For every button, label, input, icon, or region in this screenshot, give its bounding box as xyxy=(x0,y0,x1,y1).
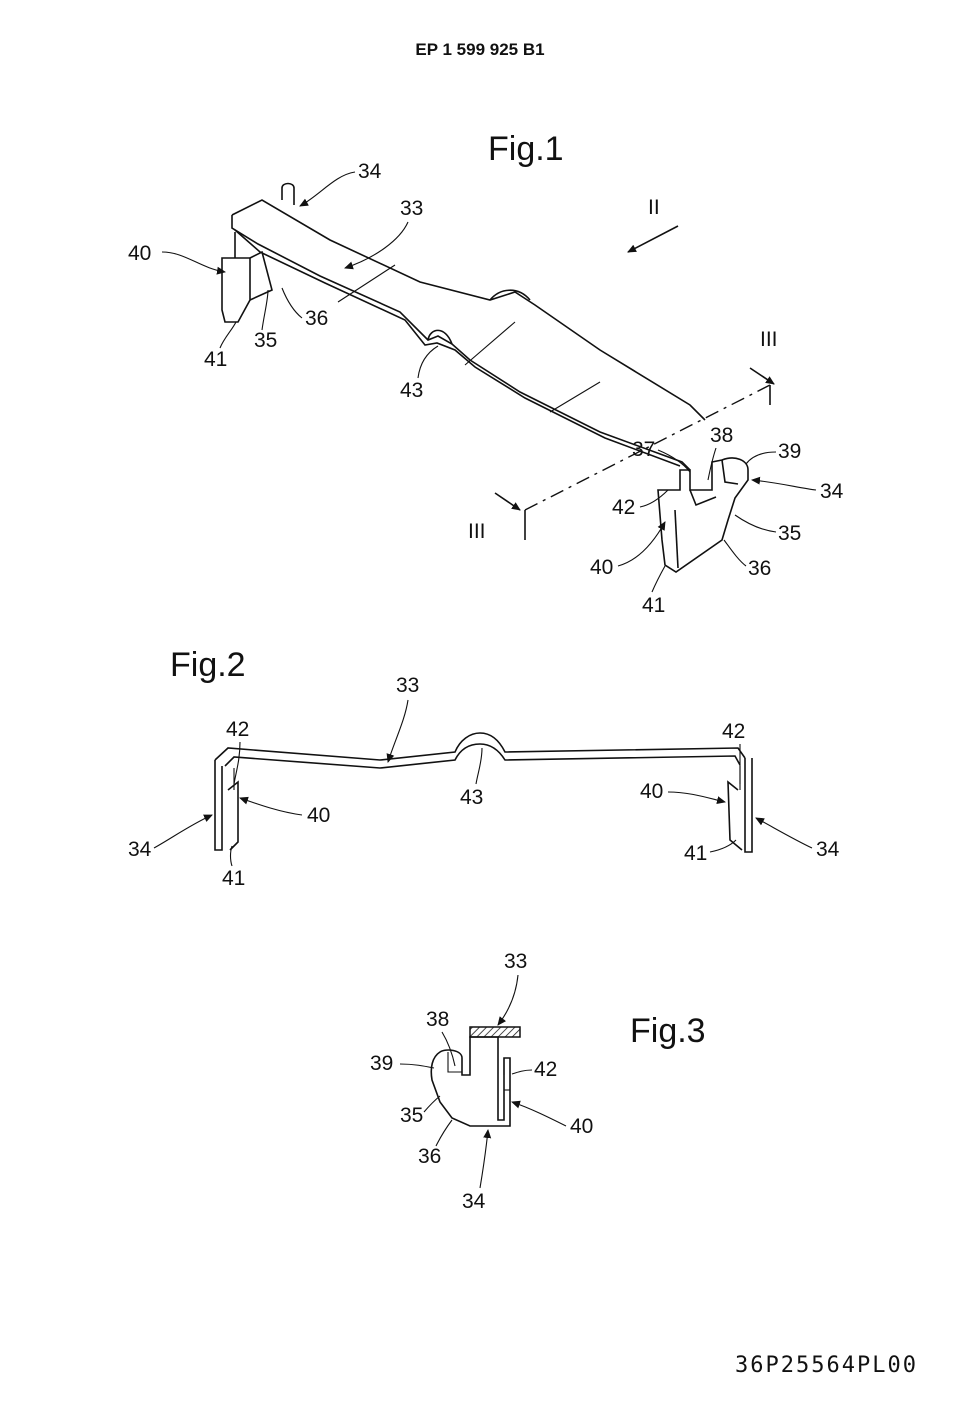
fig1-label-34-right: 34 xyxy=(820,480,844,503)
fig1-label-40: 40 xyxy=(128,242,151,265)
figure-2: Fig.2 33 42 42 40 43 40 34 41 34 41 xyxy=(128,646,840,890)
fig1-label-38: 38 xyxy=(710,424,733,447)
fig2-label-33: 33 xyxy=(396,674,419,697)
fig1-label-35: 35 xyxy=(254,329,277,352)
fig1-label-III-right: III xyxy=(760,328,778,351)
fig3-label-38: 38 xyxy=(426,1008,449,1031)
fig2-label-41-left: 41 xyxy=(222,867,245,890)
fig2-label-43: 43 xyxy=(460,786,483,809)
fig2-label-41-right: 41 xyxy=(684,842,707,865)
fig3-label-35: 35 xyxy=(400,1104,423,1127)
fig2-label-40-left: 40 xyxy=(307,804,330,827)
fig1-label-36-right: 36 xyxy=(748,557,771,580)
fig3-label-39: 39 xyxy=(370,1052,393,1075)
fig1-label-41: 41 xyxy=(204,348,227,371)
fig1-label-34-top: 34 xyxy=(358,160,382,183)
fig1-label-33: 33 xyxy=(400,197,423,220)
fig1-label-41-bottom: 41 xyxy=(642,594,665,617)
figure-1-title: Fig.1 xyxy=(488,130,564,168)
fig2-label-42-left: 42 xyxy=(226,718,249,741)
fig1-label-III-left: III xyxy=(468,520,486,543)
fig1-label-37: 37 xyxy=(632,438,655,461)
patent-number: EP 1 599 925 B1 xyxy=(415,40,545,59)
fig1-label-40-bottom: 40 xyxy=(590,556,613,579)
fig1-label-36: 36 xyxy=(305,307,328,330)
fig1-label-43: 43 xyxy=(400,379,423,402)
fig3-label-33: 33 xyxy=(504,950,527,973)
fig1-label-39: 39 xyxy=(778,440,801,463)
figure-3: Fig.3 33 38 39 42 35 40 36 34 xyxy=(370,950,706,1213)
document-code: 36P25564PL00 xyxy=(735,1353,918,1378)
figure-3-title: Fig.3 xyxy=(630,1012,706,1050)
fig1-label-42: 42 xyxy=(612,496,635,519)
fig1-label-II: II xyxy=(648,196,660,219)
figure-2-title: Fig.2 xyxy=(170,646,246,684)
fig2-label-42-right: 42 xyxy=(722,720,745,743)
fig3-label-34: 34 xyxy=(462,1190,486,1213)
fig2-label-34-right: 34 xyxy=(816,838,840,861)
fig2-label-40-right: 40 xyxy=(640,780,663,803)
fig1-label-35-right: 35 xyxy=(778,522,801,545)
fig3-label-42: 42 xyxy=(534,1058,557,1081)
fig3-label-40: 40 xyxy=(570,1115,593,1138)
fig2-label-34-left: 34 xyxy=(128,838,152,861)
fig3-label-36: 36 xyxy=(418,1145,441,1168)
figure-1: Fig.1 34 33 40 xyxy=(128,130,844,617)
